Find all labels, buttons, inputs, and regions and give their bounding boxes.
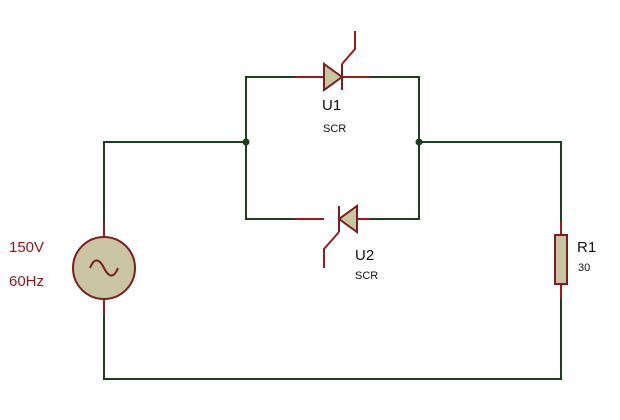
source-voltage-label: 150V	[9, 239, 44, 256]
scr-icon[interactable]	[295, 204, 370, 268]
u2-ref-label: U2	[355, 247, 374, 264]
wire-bottom-branch-left	[245, 142, 295, 220]
wire-bottom	[103, 285, 562, 380]
ac-source-icon[interactable]	[72, 222, 136, 315]
junction-left	[242, 138, 250, 146]
source-frequency-label: 60Hz	[9, 273, 44, 290]
u1-ref-label: U1	[322, 97, 341, 114]
u2-type-label: SCR	[355, 270, 378, 282]
wires	[103, 76, 562, 380]
r1-ref-label: R1	[577, 239, 596, 256]
wire-top-branch-left	[245, 76, 295, 142]
wire-top-branch-right	[370, 76, 420, 142]
scr-icon[interactable]	[295, 31, 370, 92]
wire-bottom-branch-right	[370, 142, 420, 220]
wire-left	[103, 141, 246, 237]
u1-type-label: SCR	[323, 123, 346, 135]
junction-right	[415, 138, 423, 146]
r1-value-label: 30	[578, 262, 590, 274]
resistor-icon[interactable]	[554, 221, 568, 298]
wire-right	[419, 141, 562, 233]
